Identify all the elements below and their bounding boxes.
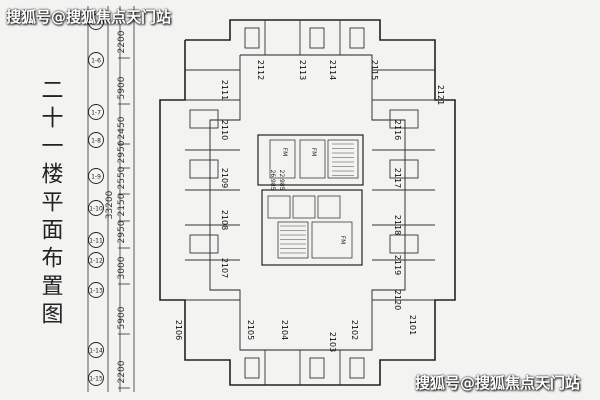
bathroom-block	[349, 27, 365, 49]
room-number: 2106	[174, 320, 183, 340]
room-number: 2102	[350, 320, 359, 340]
room-number: 2105	[246, 320, 255, 340]
building-outline	[159, 19, 456, 386]
bathroom-block	[389, 234, 419, 254]
dimension-label: 2950	[117, 220, 127, 243]
core-label: 22.985	[278, 170, 285, 191]
axis-marker-circle	[88, 342, 104, 358]
dimension-label: 2200	[117, 30, 127, 53]
axis-marker-label: 1-8	[91, 138, 101, 145]
dimension-label: 3000	[117, 256, 127, 279]
bathroom-block	[389, 159, 419, 179]
axis-marker-label: 1-15	[89, 376, 103, 383]
watermark-bottom: 搜狐号@搜狐焦点天门站	[415, 374, 581, 392]
bathroom-block	[309, 357, 325, 379]
axis-marker-circle	[88, 370, 104, 386]
core-label: FM	[310, 148, 317, 157]
bathroom-block	[189, 109, 219, 129]
room-number: 2115	[370, 60, 379, 80]
dimension-label: 2150	[117, 193, 127, 216]
core-label: FM	[339, 236, 346, 245]
axis-marker-circle	[88, 14, 104, 30]
axis-marker-circle	[88, 282, 104, 298]
stair-treads	[280, 143, 354, 254]
dimension-labels: 2200590024502950255021502950300059002200…	[105, 30, 130, 389]
axis-marker-circle	[88, 232, 104, 248]
room-number: 2107	[220, 258, 229, 278]
axis-marker-circle	[88, 104, 104, 120]
dimension-total: 33200	[105, 190, 115, 219]
bathroom-block	[189, 234, 219, 254]
axis-marker-circle	[88, 252, 104, 268]
bathroom-block	[349, 357, 365, 379]
bathroom-block	[189, 159, 219, 179]
axis-marker-label: 1-10	[89, 206, 103, 213]
room-number: 2110	[220, 120, 229, 140]
room-number: 2121	[436, 85, 445, 105]
dimension-label: 2550	[117, 166, 127, 189]
axis-marker-label: 1-7	[91, 110, 101, 117]
room-number: 2118	[393, 215, 402, 235]
axis-marker-label: 1-12	[89, 258, 103, 265]
axis-marker-circle	[88, 52, 104, 68]
room-number: 2113	[298, 60, 307, 80]
axis-marker-label: 1-11	[89, 238, 103, 245]
room-number: 2117	[393, 168, 402, 188]
axis-marker-label: 1-9	[91, 174, 101, 181]
room-number: 2119	[393, 255, 402, 275]
bathroom-block	[244, 27, 260, 49]
axis-marker-circle	[88, 168, 104, 184]
interior-walls	[185, 20, 435, 385]
dimension-column	[87, 6, 135, 392]
drawing-title: 二十一楼平面布置图	[38, 78, 64, 330]
room-number: 2108	[220, 210, 229, 230]
room-numbers: 2112 2113 2114 2115 2111 2110 2109 2108 2107 2106…	[174, 60, 445, 352]
axis-marker-label: 1-14	[89, 348, 103, 355]
dimension-label: 5900	[117, 306, 127, 329]
dimension-label: 2450	[117, 116, 127, 139]
dimension-label: 2950	[117, 140, 127, 163]
bathroom-block	[244, 357, 260, 379]
dimension-label: 5900	[117, 76, 127, 99]
bathroom-block	[309, 27, 325, 49]
room-number: 2104	[280, 320, 289, 340]
axis-marker-label: 1-5	[91, 20, 101, 27]
watermark-top: 搜狐号@搜狐焦点天门站	[6, 8, 172, 26]
room-number: 2109	[220, 168, 229, 188]
room-number: 2112	[256, 60, 265, 80]
room-number: 2120	[393, 290, 402, 310]
core-label: FM	[281, 148, 288, 157]
core-label: 26.985	[269, 170, 276, 191]
room-number: 2114	[328, 60, 337, 80]
room-number: 2116	[393, 120, 402, 140]
room-number: 2103	[328, 332, 337, 352]
building-core	[257, 134, 364, 266]
bathroom-block	[389, 109, 419, 129]
axis-marker-circle	[88, 132, 104, 148]
room-number: 2111	[220, 80, 229, 100]
room-number: 2101	[408, 315, 417, 335]
axis-marker-circle	[88, 200, 104, 216]
axis-marker-label: 1-13	[89, 288, 103, 295]
axis-marker-label: 1-6	[91, 58, 101, 65]
dimension-label: 2200	[117, 360, 127, 383]
axis-markers: 1-5 1-6 1-7 1-8 1-9 1-10 1-11 1-12 1-13 1-14 1-15	[88, 14, 104, 386]
